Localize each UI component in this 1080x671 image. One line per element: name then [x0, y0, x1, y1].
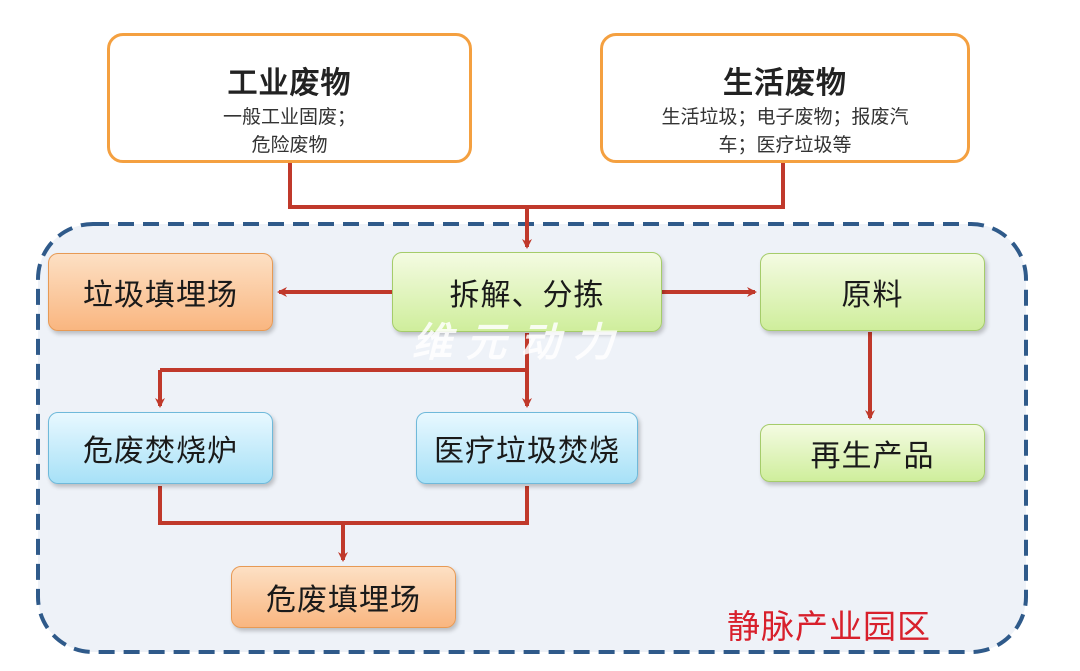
industrial-waste-desc-line1: 一般工业固废； [222, 106, 356, 128]
industrial-waste-title: 工业废物 [227, 66, 352, 101]
domestic-waste-desc-line1: 生活垃圾；电子废物；报废汽 [661, 106, 909, 128]
dismantle-sort-node: 拆解、分拣 [392, 252, 662, 332]
domestic-waste-box: 生活废物 生活垃圾；电子废物；报废汽 车；医疗垃圾等 [600, 33, 970, 163]
raw-material-node: 原料 [760, 253, 985, 331]
industrial-waste-desc-line2: 危险废物 [251, 134, 328, 156]
domestic-waste-desc-line2: 车；医疗垃圾等 [718, 134, 852, 156]
industrial-waste-box: 工业废物 一般工业固废； 危险废物 [107, 33, 472, 163]
landfill-node: 垃圾填埋场 [48, 253, 273, 331]
connector-industrial-merge [288, 162, 527, 209]
domestic-waste-title: 生活废物 [723, 66, 847, 101]
connector-domestic-merge [527, 162, 785, 209]
hazardous-landfill-node: 危废填埋场 [231, 566, 456, 628]
watermark: 维元动力 [412, 320, 628, 366]
recycled-product-node: 再生产品 [760, 424, 985, 482]
medical-incineration-node: 医疗垃圾焚烧 [416, 412, 638, 484]
hazardous-incinerator-node: 危废焚烧炉 [48, 412, 273, 484]
eco-park-label: 静脉产业园区 [727, 607, 931, 646]
